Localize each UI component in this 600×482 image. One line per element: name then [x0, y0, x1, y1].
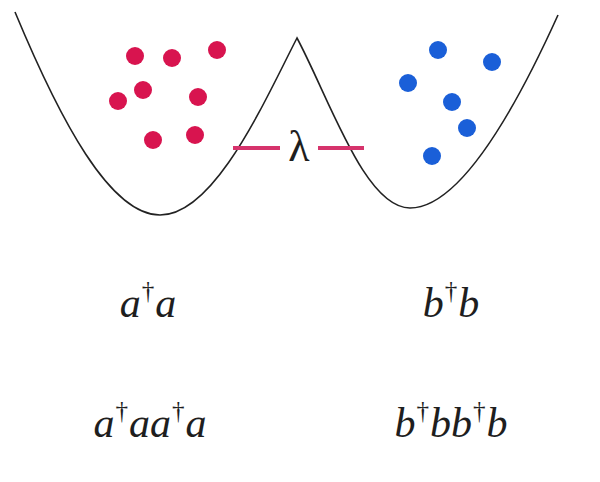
glyph: a [93, 400, 114, 446]
coupling-label: λ [286, 122, 311, 171]
operator-label: a†aa†a [93, 400, 206, 446]
glyph: † [115, 397, 128, 424]
label-holder: b†b [423, 277, 480, 327]
operator-label: b†bb†b [394, 400, 507, 446]
red-atoms [109, 41, 226, 149]
glyph: † [473, 397, 486, 424]
glyph: b [458, 280, 479, 326]
glyph: a [129, 400, 150, 446]
potential-curve [15, 12, 558, 215]
glyph: † [142, 277, 155, 304]
operator-label: a†a [120, 280, 177, 326]
label-holder: b†bb†b [394, 397, 507, 447]
glyph: b [423, 280, 444, 326]
label-holder: a†a [120, 277, 177, 327]
glyph: b [394, 400, 415, 446]
label-holder: λ [286, 121, 311, 172]
glyph: b [451, 400, 472, 446]
glyph: † [172, 397, 185, 424]
glyph: b [430, 400, 451, 446]
glyph: † [416, 397, 429, 424]
label-holder: a†aa†a [93, 397, 206, 447]
glyph: b [487, 400, 508, 446]
glyph: a [150, 400, 171, 446]
glyph: λ [288, 122, 309, 171]
glyph: a [186, 400, 207, 446]
blue-atoms [399, 41, 501, 165]
glyph: a [120, 280, 141, 326]
glyph: a [155, 280, 176, 326]
operator-label: b†b [423, 280, 480, 326]
glyph: † [445, 277, 458, 304]
